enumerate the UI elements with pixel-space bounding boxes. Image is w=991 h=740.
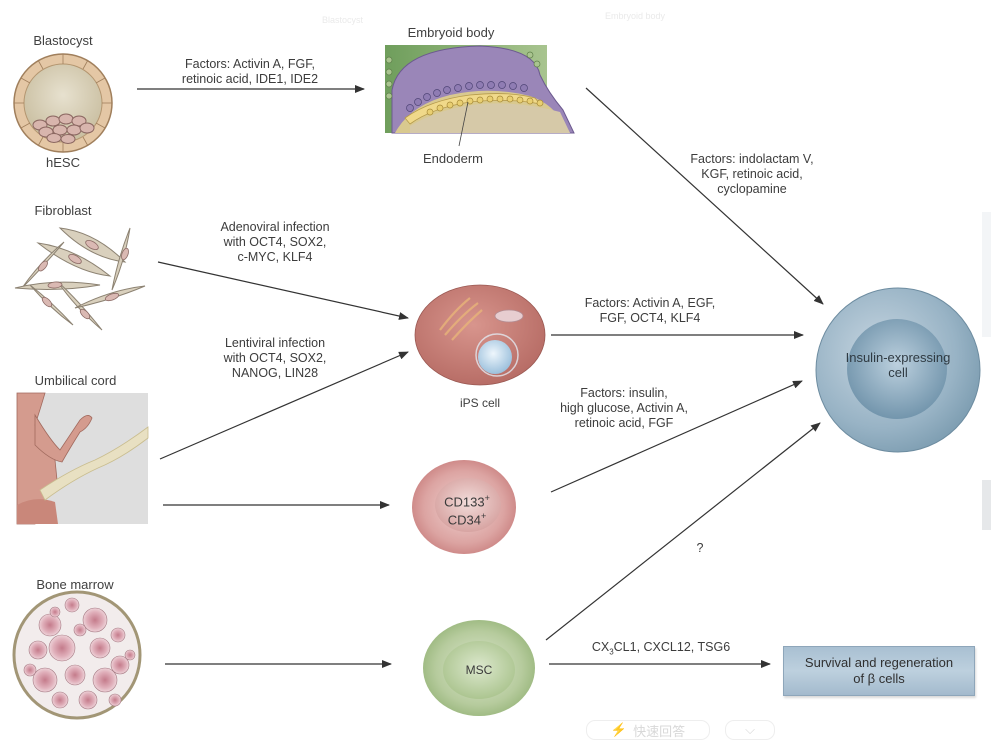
insulin-cell-line2: cell (888, 365, 908, 380)
marrow-cell (82, 607, 108, 633)
collapse-button[interactable]: ⌵ (725, 720, 775, 740)
marrow-cell (28, 640, 48, 660)
marrow-cell (64, 664, 86, 686)
beta-box-line2: of β cells (853, 671, 905, 686)
fibroblast-label: Fibroblast (34, 203, 92, 218)
msc-label: MSC (465, 663, 493, 677)
bone-marrow-label: Bone marrow (36, 577, 114, 592)
cd34-sup: + (480, 511, 487, 522)
ips-to-insulin-factors: Factors: Activin A, EGF, FGF, OCT4, KLF4 (584, 296, 716, 325)
cx3cl1-subscript: 3 (609, 647, 614, 657)
cd133-sup: + (484, 493, 490, 503)
marrow-cell (89, 637, 111, 659)
marrow-cell (92, 667, 118, 693)
cd133-cd34-cell-illustration (412, 460, 516, 554)
cd34-text: CD34 (447, 512, 481, 528)
beta-box-line1: Survival and regeneration (804, 655, 954, 670)
hesc-label: hESC (46, 155, 80, 170)
marrow-cell (51, 691, 69, 709)
marrow-cell (49, 606, 61, 618)
insulin-expressing-cell-illustration (815, 287, 981, 453)
marrow-cell (108, 693, 122, 707)
marrow-cell (48, 634, 76, 662)
marrow-cell (110, 627, 126, 643)
cd-to-insulin-factors: Factors: insulin, high glucose, Activin … (560, 386, 688, 430)
marrow-cell (32, 667, 58, 693)
embryoid-body-label: Embryoid body (407, 25, 495, 40)
fibroblast-illustration (14, 227, 146, 331)
side-panel-fragment (982, 212, 991, 337)
side-panel-fragment (982, 480, 991, 530)
cord-to-ips-factors: Lentiviral infection with OCT4, SOX2, NA… (223, 336, 327, 380)
arrow-cord-to-ips (159, 351, 409, 460)
chevron-down-icon: ⌵ (745, 722, 755, 737)
marrow-cell (64, 597, 80, 613)
endoderm-label: Endoderm (423, 151, 483, 166)
arrow-msc-to-insulin-cell (545, 422, 821, 641)
cd133-text: CD133 (444, 494, 485, 510)
eb-to-insulin-factors: Factors: indolactam V, KGF, retinoic aci… (690, 152, 814, 196)
beta-cell-regeneration-box: Survival and regeneration of β cells (783, 646, 975, 696)
ghost-label-embryoid-body: Embryoid body (605, 11, 666, 21)
marrow-cell (73, 623, 87, 637)
embryoid-body-illustration (385, 45, 575, 147)
cx3cl1-rest: CL1, CXCL12, TSG6 (613, 640, 731, 654)
arrow-fibroblast-to-ips (157, 261, 409, 320)
bone-marrow-illustration (12, 590, 142, 720)
insulin-cell-label: Insulin-expressing cell (833, 350, 963, 380)
cx3cl1-prefix: CX (591, 640, 610, 654)
blastocyst-label: Blastocyst (33, 33, 93, 48)
umbilical-cord-illustration (16, 392, 149, 525)
marrow-cell (38, 613, 62, 637)
cd-cell-label: CD133+ CD34+ (434, 491, 500, 528)
msc-to-insulin-question: ? (696, 541, 704, 555)
marrow-cell (124, 649, 136, 661)
quick-answer-button[interactable]: ⚡ 快速回答 (586, 720, 710, 740)
umbilical-cord-label: Umbilical cord (34, 373, 117, 388)
marrow-cell (23, 663, 37, 677)
msc-cell-illustration (423, 620, 535, 716)
ips-cell-illustration (414, 284, 546, 386)
lightning-icon: ⚡ (610, 722, 628, 737)
arrow-embryoid-body-to-insulin-cell (585, 87, 824, 305)
marrow-cell (78, 690, 98, 710)
blastocyst-to-eb-factors: Factors: Activin A, FGF, retinoic acid, … (181, 57, 319, 86)
fibroblast-to-ips-factors: Adenoviral infection with OCT4, SOX2, c-… (220, 220, 330, 264)
insulin-cell-line1: Insulin-expressing (845, 350, 951, 365)
quick-answer-label: 快速回答 (633, 723, 686, 739)
ips-cell-label: iPS cell (459, 396, 500, 410)
arrow-cd-cell-to-insulin-cell (550, 380, 803, 493)
ghost-label-blastocyst: Blastocyst (322, 15, 364, 25)
blastocyst-illustration (13, 53, 113, 153)
marrow-cell (110, 655, 130, 675)
msc-to-beta-factors: CX3CL1, CXCL12, TSG6 (576, 640, 746, 660)
